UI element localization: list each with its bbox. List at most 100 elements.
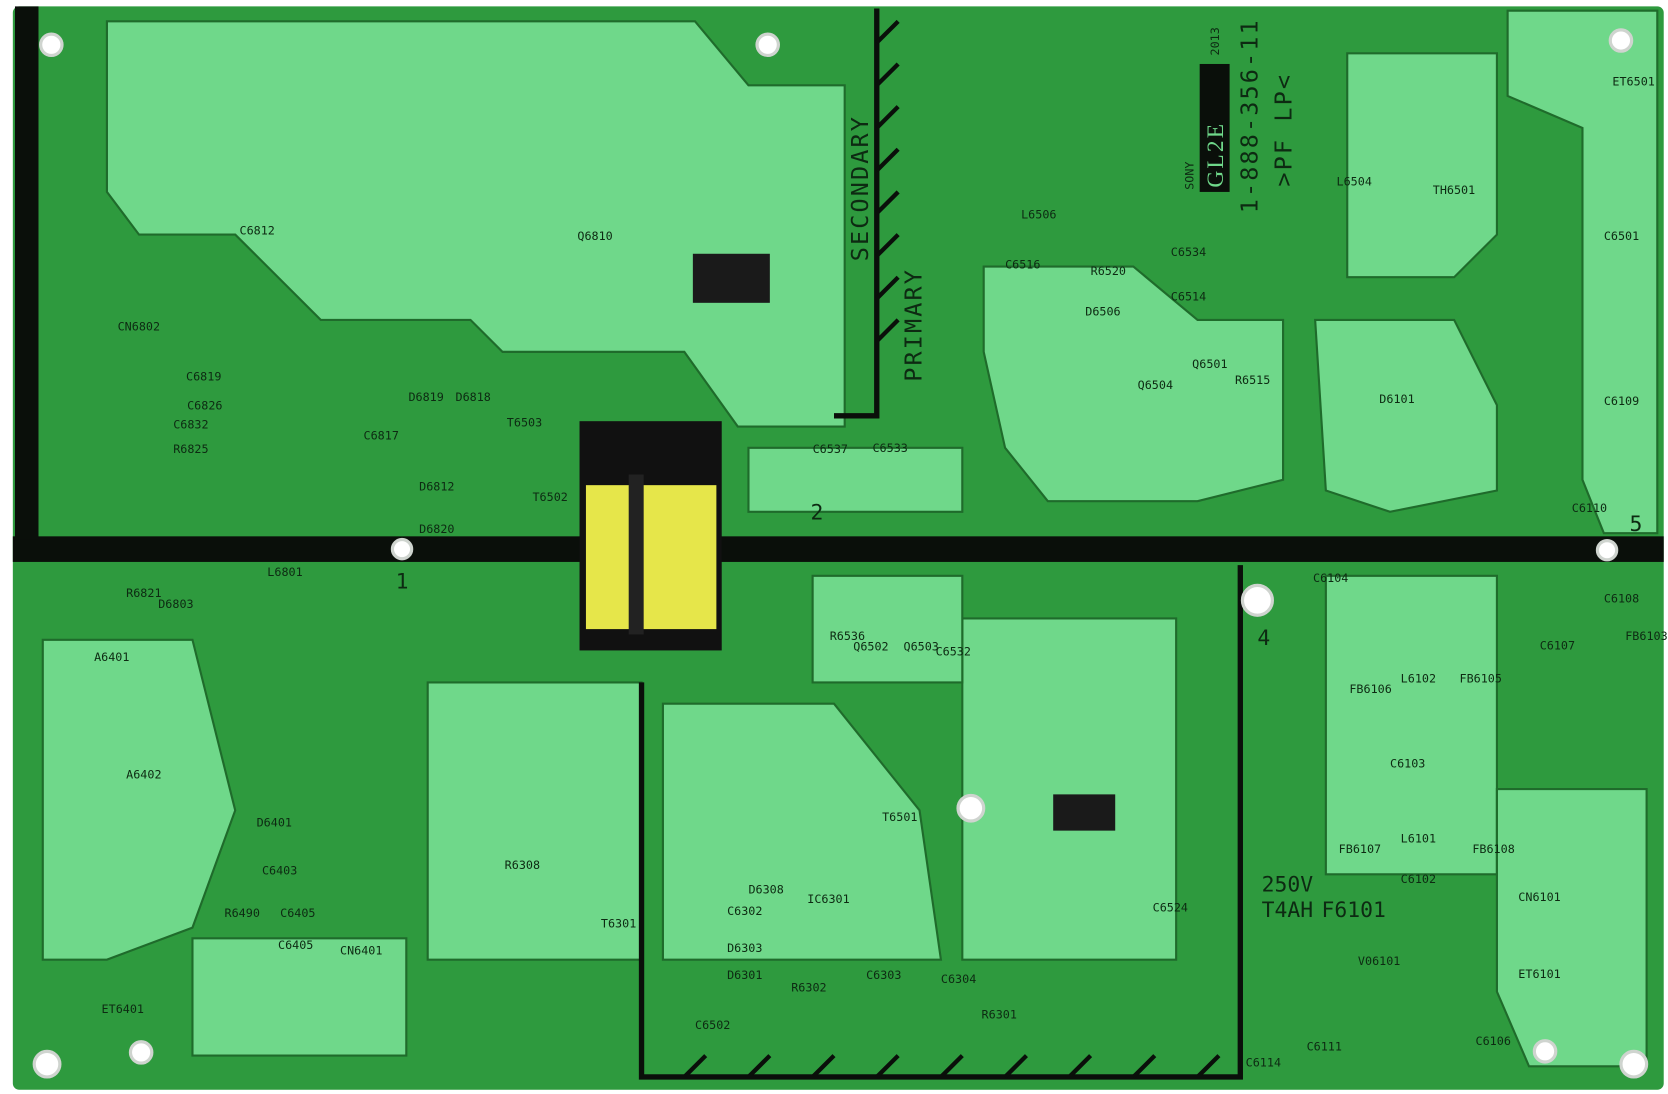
component-label: Q6502 xyxy=(853,639,888,653)
component-label: D6818 xyxy=(455,390,490,404)
component-label: CN6401 xyxy=(340,943,382,957)
component-label: C6303 xyxy=(866,968,901,982)
component-label: FB6106 xyxy=(1349,682,1391,696)
component-label: C6109 xyxy=(1604,394,1639,408)
component-label: A6401 xyxy=(94,650,129,664)
mounting-holes xyxy=(32,28,1649,1079)
component-label: L6801 xyxy=(267,565,302,579)
component-label: R6825 xyxy=(173,442,208,456)
component-label: FB6103 xyxy=(1625,629,1667,643)
component-label: C6405 xyxy=(280,906,315,920)
component-label: Q6504 xyxy=(1138,378,1173,392)
ic-chip xyxy=(692,253,770,303)
component-label: FB6105 xyxy=(1460,671,1502,685)
component-label: C6533 xyxy=(872,441,907,455)
component-label: T6502 xyxy=(532,490,567,504)
component-label: R6490 xyxy=(225,906,260,920)
component-label: C6114 xyxy=(1246,1055,1281,1069)
component-label: D6820 xyxy=(419,522,454,536)
component-label: C6108 xyxy=(1604,591,1639,605)
component-label: C6537 xyxy=(813,442,848,456)
component-label: R6821 xyxy=(126,586,161,600)
copper-traces xyxy=(41,9,1659,1068)
zone-number: 1 xyxy=(396,570,409,595)
secondary-zone-label: SECONDARY xyxy=(846,115,874,261)
component-label: D6506 xyxy=(1085,305,1120,319)
component-label: D6812 xyxy=(419,480,454,494)
maker-label: SONY xyxy=(1182,162,1196,190)
component-label: CN6101 xyxy=(1518,890,1560,904)
component-label: D6819 xyxy=(408,390,443,404)
component-label: C6826 xyxy=(187,398,222,412)
component-label: L6506 xyxy=(1021,208,1056,222)
component-label: D6303 xyxy=(727,941,762,955)
component-label: C6819 xyxy=(186,370,221,384)
component-label: CN6802 xyxy=(118,320,160,334)
component-label: C6107 xyxy=(1540,638,1575,652)
primary-zone-label: PRIMARY xyxy=(900,268,928,382)
component-label: R6520 xyxy=(1091,264,1126,278)
component-label: C6832 xyxy=(173,418,208,432)
component-label: C6102 xyxy=(1401,872,1436,886)
ic-chip xyxy=(1053,794,1116,831)
zone-number: 5 xyxy=(1630,512,1643,537)
component-label: C6532 xyxy=(936,645,971,659)
component-label: D6301 xyxy=(727,968,762,982)
fuse-rating-label: 250V xyxy=(1262,872,1314,897)
component-label: FB6107 xyxy=(1339,842,1381,856)
hatch-marks xyxy=(682,19,1221,1079)
component-label: R6308 xyxy=(505,858,540,872)
component-label: L6101 xyxy=(1401,831,1436,845)
year-label: 2013 xyxy=(1208,27,1222,55)
fuse-ref-label: F6101 xyxy=(1322,898,1386,923)
component-label: T6501 xyxy=(882,810,917,824)
component-label: C6405 xyxy=(278,938,313,952)
component-label: C6110 xyxy=(1572,501,1607,515)
component-label: C6524 xyxy=(1153,901,1188,915)
component-label: Q6810 xyxy=(577,229,612,243)
component-labels: C6501ET6501TH6501L6504L6506R6520C6516C65… xyxy=(94,74,1668,1069)
component-label: Q6501 xyxy=(1192,357,1227,371)
component-label: Q6503 xyxy=(904,639,939,653)
zone-number: 4 xyxy=(1257,626,1270,651)
component-label: FB6108 xyxy=(1472,842,1514,856)
component-label: D6401 xyxy=(257,815,292,829)
part-number-label: 1-888-356-11 xyxy=(1235,18,1263,213)
component-label: C6304 xyxy=(941,972,976,986)
component-label: D6803 xyxy=(158,597,193,611)
component-label: TH6501 xyxy=(1433,183,1475,197)
material-label: >PF LP< xyxy=(1270,73,1298,187)
component-label: L6102 xyxy=(1401,671,1436,685)
isolation-slot-horizontal xyxy=(12,536,1664,562)
component-label: R6301 xyxy=(982,1007,1017,1021)
component-label: C6502 xyxy=(695,1018,730,1032)
zone-number: 2 xyxy=(810,500,823,525)
component-label: C6514 xyxy=(1171,290,1206,304)
component-label: V06101 xyxy=(1358,954,1400,968)
component-label: C6111 xyxy=(1307,1039,1342,1053)
component-label: C6516 xyxy=(1005,258,1040,272)
component-label: ET6101 xyxy=(1518,967,1560,981)
component-label: C6812 xyxy=(240,224,275,238)
component-label: T6301 xyxy=(601,917,636,931)
component-label: D6308 xyxy=(748,883,783,897)
isolation-slot-left xyxy=(14,6,39,540)
model-label: GL2E xyxy=(1203,122,1229,188)
component-label: T6503 xyxy=(507,416,542,430)
component-label: C6104 xyxy=(1313,571,1348,585)
component-label: C6106 xyxy=(1476,1034,1511,1048)
component-label: C6103 xyxy=(1390,757,1425,771)
component-label: R6515 xyxy=(1235,373,1270,387)
component-label: L6504 xyxy=(1337,175,1372,189)
transformer xyxy=(579,421,722,651)
component-label: R6536 xyxy=(830,629,865,643)
component-label: C6302 xyxy=(727,904,762,918)
component-label: IC6301 xyxy=(807,892,849,906)
component-label: C6403 xyxy=(262,863,297,877)
component-label: ET6501 xyxy=(1612,74,1654,88)
component-label: C6501 xyxy=(1604,229,1639,243)
component-label: C6534 xyxy=(1171,245,1206,259)
component-label: R6302 xyxy=(791,981,826,995)
fuse-type-label: T4AH xyxy=(1262,898,1313,923)
